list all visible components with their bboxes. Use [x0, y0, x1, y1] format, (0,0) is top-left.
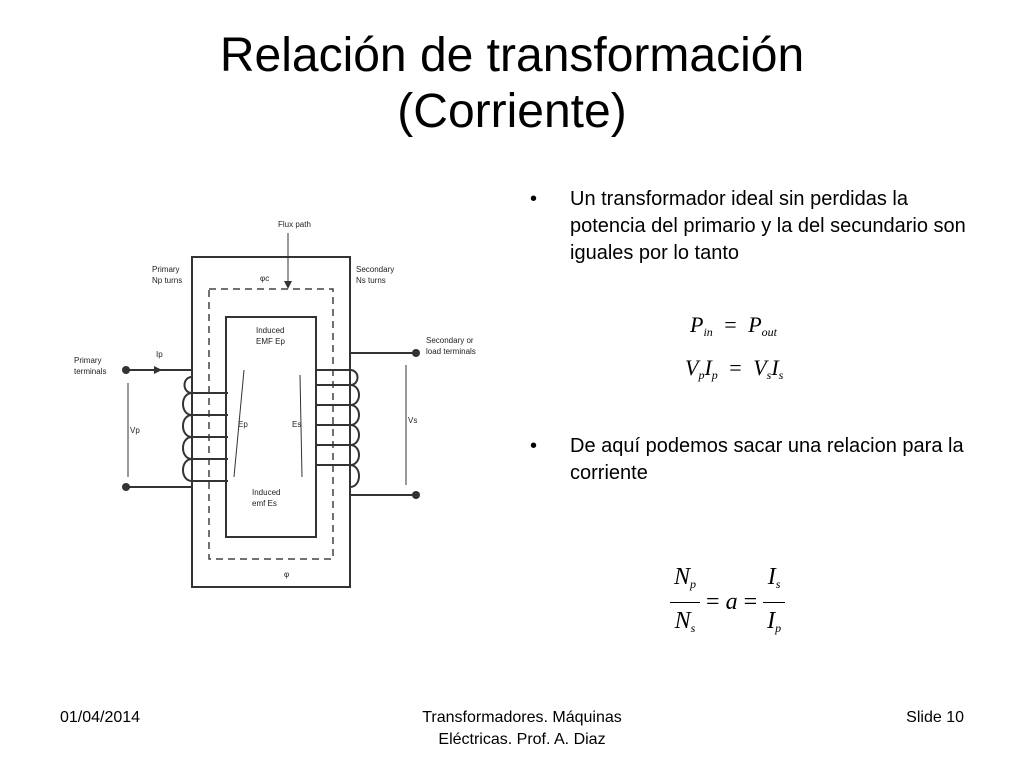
secondary-coil [316, 369, 360, 488]
primary-terminals-label-2: terminals [74, 367, 106, 376]
equation-ratio: Np Ns = a = Is Ip [670, 562, 786, 643]
fraction-turns: Np Ns [670, 562, 701, 643]
secondary-terminals-label-1: Secondary or [426, 336, 474, 345]
transformer-diagram: Flux path φc φ Primary Np turns Secondar… [74, 220, 476, 588]
core-outer [191, 256, 351, 588]
bullet-power-equality: Un transformador ideal sin perdidas la p… [530, 186, 970, 267]
phi-c-label: φc [260, 274, 269, 283]
secondary-terminal-top [412, 349, 420, 357]
flux-path-label: Flux path [278, 220, 311, 229]
vp-label: Vp [130, 426, 140, 435]
induced-emf-p-label-1: Induced [256, 326, 284, 335]
slide-title: Relación de transformación (Corriente) [0, 28, 1024, 140]
equation-power: Pin = Pout [690, 312, 778, 339]
primary-terminal-bottom [122, 483, 130, 491]
bullet-list: Un transformador ideal sin perdidas la p… [530, 186, 970, 487]
core-inner [225, 316, 317, 538]
secondary-terminal-bottom [412, 491, 420, 499]
title-line-1: Relación de transformación [219, 29, 805, 82]
induced-emf-s-label-1: Induced [252, 488, 280, 497]
ip-label: Ip [156, 350, 163, 359]
secondary-turns-label-2: Ns turns [356, 276, 386, 285]
title-line-2: (Corriente) [397, 85, 627, 138]
secondary-turns-label-1: Secondary [356, 265, 394, 274]
footer-date: 01/04/2014 [60, 709, 141, 726]
primary-terminal-top [122, 366, 130, 374]
fraction-currents: Is Ip [763, 562, 786, 643]
primary-turns-label-1: Primary [152, 265, 180, 274]
primary-terminals-label-1: Primary [74, 356, 102, 365]
es-label: Es [292, 420, 301, 429]
vs-label: Vs [408, 416, 417, 425]
secondary-terminals-label-2: load terminals [426, 347, 476, 356]
ep-label: Ep [238, 420, 248, 429]
footer-slide-number: Slide 10 [906, 709, 964, 726]
ratio-a: a [725, 589, 738, 615]
primary-turns-label-2: Np turns [152, 276, 182, 285]
induced-emf-s-label-2: emf Es [252, 499, 277, 508]
primary-coil [182, 376, 228, 482]
phi-label: φ [284, 570, 289, 579]
bullet-current-relation: De aquí podemos sacar una relacion para … [530, 433, 970, 487]
footer-course: Transformadores. Máquinas Eléctricas. Pr… [422, 709, 622, 748]
equation-vi: VpIp = VsIs [685, 355, 784, 382]
induced-emf-p-label-2: EMF Ep [256, 337, 285, 346]
